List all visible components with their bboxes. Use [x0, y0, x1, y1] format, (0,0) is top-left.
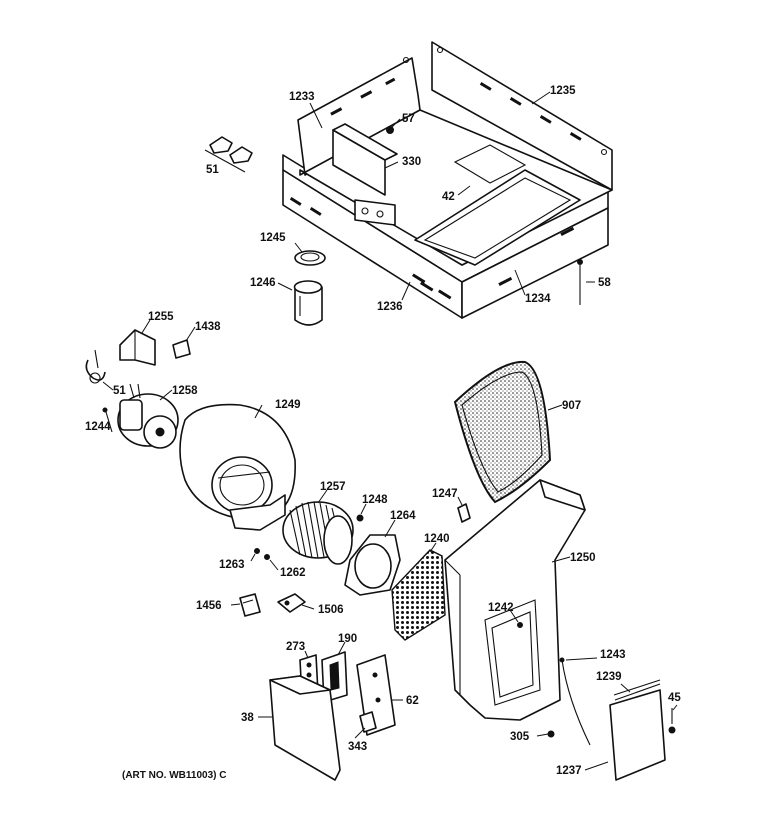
- switch-1456: [239, 593, 261, 617]
- clips-51-top: [204, 136, 253, 173]
- label-58: 58: [598, 277, 611, 289]
- label-62: 62: [406, 695, 419, 707]
- label-1239: 1239: [596, 671, 622, 683]
- blower-housing-1249: [179, 403, 296, 531]
- label-42: 42: [442, 191, 455, 203]
- cover-38: [269, 675, 341, 781]
- screw-57: [386, 126, 394, 134]
- part-1438: [172, 339, 191, 359]
- control-plate: [354, 199, 396, 226]
- label-1233: 1233: [289, 91, 315, 103]
- leader-lines: [102, 91, 678, 771]
- label-1244: 1244: [85, 421, 111, 433]
- label-1262: 1262: [280, 567, 306, 579]
- part-343: [359, 711, 377, 733]
- label-1257: 1257: [320, 481, 346, 493]
- filter-907: [453, 360, 552, 504]
- label-1250: 1250: [570, 552, 596, 564]
- label-1263: 1263: [219, 559, 245, 571]
- part-labels: 1233 1235 57 330 51 42 1245 1246 1236 12…: [85, 85, 681, 777]
- base-pan-1236: [282, 154, 609, 319]
- label-1242: 1242: [488, 602, 514, 614]
- screw-1244: [102, 407, 113, 433]
- label-1255: 1255: [148, 311, 174, 323]
- screen-1240: [391, 549, 446, 641]
- screw-305: [547, 730, 555, 738]
- screw-1263: [254, 548, 260, 554]
- label-1264: 1264: [390, 510, 416, 522]
- strip-1239: [613, 679, 661, 701]
- blower-wheel-1257: [282, 501, 354, 565]
- label-1243: 1243: [600, 649, 626, 661]
- label-1236: 1236: [377, 301, 403, 313]
- label-1248: 1248: [362, 494, 388, 506]
- label-51-mid: 51: [113, 385, 126, 397]
- screw-45: [668, 708, 676, 734]
- label-1240: 1240: [424, 533, 450, 545]
- screw-1247: [457, 503, 471, 523]
- label-190: 190: [338, 633, 357, 645]
- art-number: (ART NO. WB11003) C: [122, 770, 226, 781]
- panel-1237: [609, 689, 666, 781]
- screw-58: [577, 259, 583, 305]
- label-305: 305: [510, 731, 530, 743]
- label-907: 907: [562, 400, 581, 412]
- side-panel-1233: [297, 56, 421, 176]
- motor-1258: [117, 383, 179, 449]
- duct-1250: [444, 479, 586, 721]
- label-51-top: 51: [206, 164, 219, 176]
- jar-1246: [293, 280, 323, 326]
- clips-51-mid: [85, 349, 106, 384]
- label-57: 57: [402, 113, 415, 125]
- label-38: 38: [241, 712, 254, 724]
- cap-1245: [294, 250, 326, 266]
- label-273: 273: [286, 641, 305, 653]
- label-1258: 1258: [172, 385, 198, 397]
- label-1245: 1245: [260, 232, 286, 244]
- label-1246: 1246: [250, 277, 276, 289]
- label-1234: 1234: [525, 293, 551, 305]
- label-45: 45: [668, 692, 681, 704]
- switch-1506: [277, 593, 306, 613]
- label-1249: 1249: [275, 399, 301, 411]
- label-1247: 1247: [432, 488, 458, 500]
- label-1237: 1237: [556, 765, 582, 777]
- bracket-330: [332, 123, 398, 196]
- label-343: 343: [348, 741, 367, 753]
- screw-1248: [356, 514, 364, 522]
- bracket-1255: [119, 329, 156, 366]
- screw-1262: [264, 554, 270, 560]
- rod-1243: [559, 657, 591, 746]
- label-1506: 1506: [318, 604, 344, 616]
- label-1438: 1438: [195, 321, 221, 333]
- gasket-1264: [344, 534, 401, 596]
- label-1235: 1235: [550, 85, 576, 97]
- label-1456: 1456: [196, 600, 222, 612]
- label-330: 330: [402, 156, 421, 168]
